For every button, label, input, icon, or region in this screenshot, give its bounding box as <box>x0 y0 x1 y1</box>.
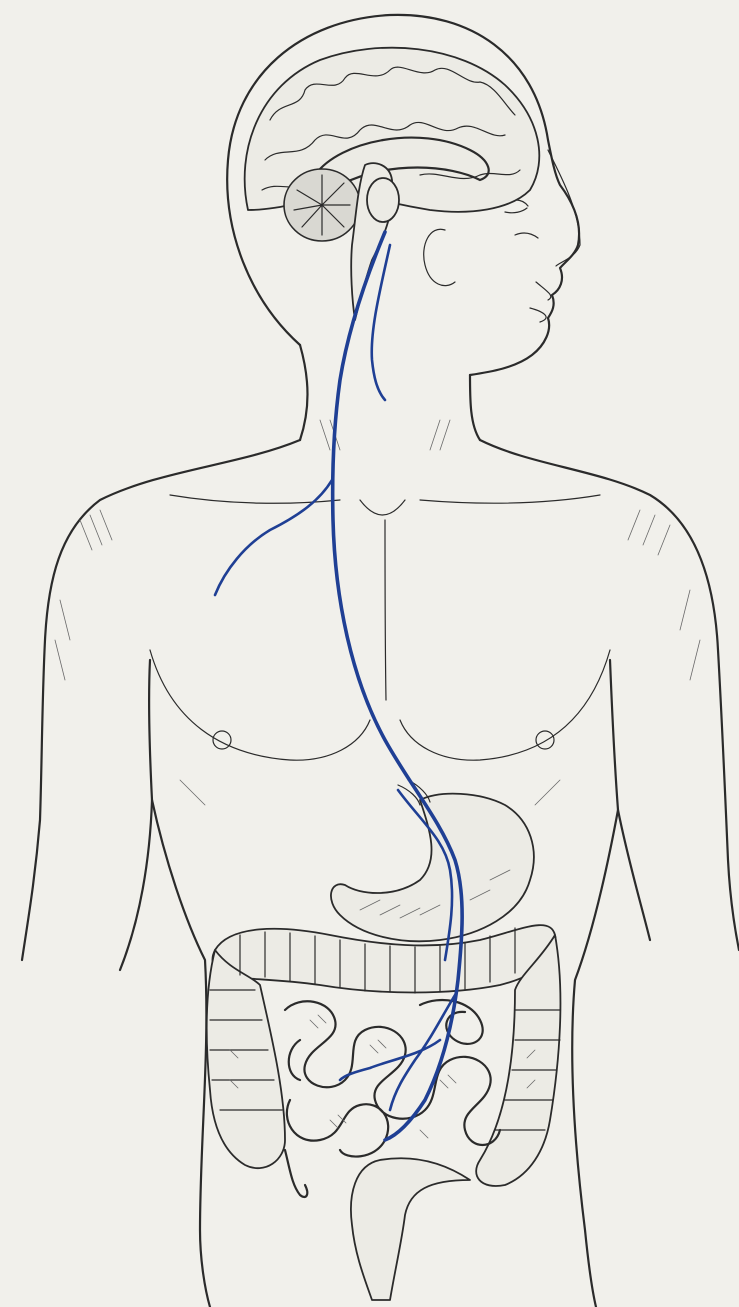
appendix <box>285 1150 307 1197</box>
nipple-left <box>213 731 231 749</box>
vagus-nerve-chest-branch <box>215 480 332 595</box>
right-arm-inner <box>610 660 650 940</box>
digestive-system <box>207 780 561 1300</box>
brain <box>245 48 540 320</box>
vagus-nerve-neck-branch <box>372 245 390 400</box>
ear <box>424 229 455 285</box>
sternal-notch <box>360 500 405 515</box>
torso-outline-left <box>22 440 300 960</box>
waist-left <box>152 800 210 1307</box>
waist-right <box>572 810 618 1307</box>
pectoral-right <box>400 650 610 760</box>
sternum-line <box>385 520 386 700</box>
vagus-nerve-main-trunk <box>333 232 462 1140</box>
pituitary <box>367 178 399 222</box>
neck-left <box>300 345 308 440</box>
ascending-colon <box>207 950 285 1168</box>
rectum <box>351 1158 470 1300</box>
neck-right <box>470 375 480 440</box>
left-arm-inner <box>120 660 152 970</box>
nipple-right <box>536 731 554 749</box>
clavicle-right <box>420 495 600 503</box>
pectoral-left <box>150 650 370 760</box>
small-intestine <box>285 1000 500 1157</box>
